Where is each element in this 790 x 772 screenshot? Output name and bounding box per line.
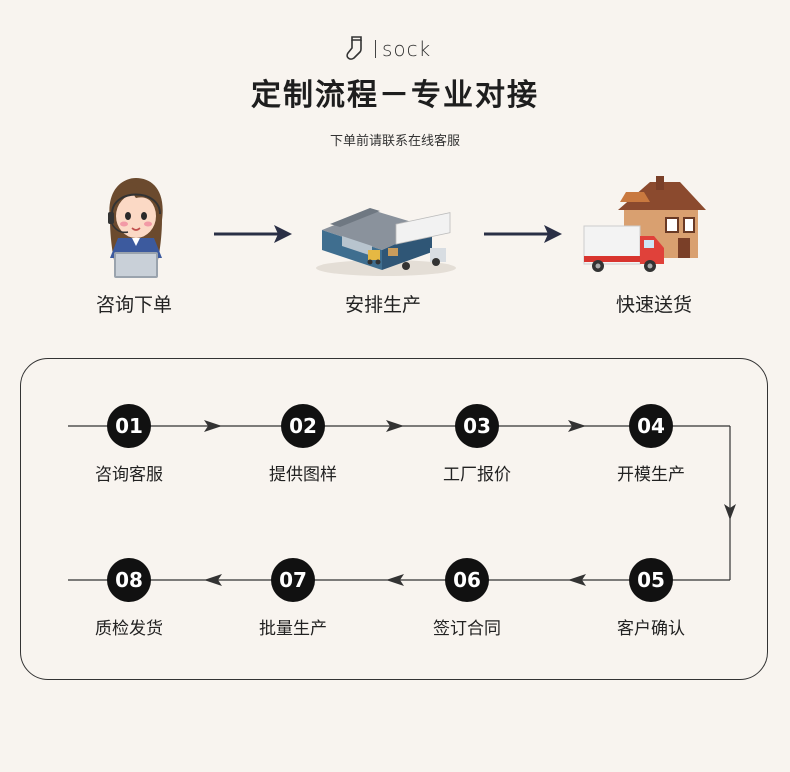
step-label: 签订合同 [433,619,501,639]
arrow-left-icon [568,574,586,586]
step-label: 开模生产 [617,465,685,485]
top-step-label: 安排生产 [344,294,421,316]
page-title: 定制流程－专业对接 [251,78,539,113]
svg-text:04: 04 [637,414,665,438]
step-label: 工厂报价 [443,465,511,485]
arrow-right-icon [568,420,586,432]
logo-text: sock [382,37,432,61]
right-arrow-icon [484,225,562,243]
sock-icon [346,36,362,60]
step-label: 批量生产 [259,619,327,639]
svg-text:03: 03 [463,414,491,438]
svg-text:07: 07 [279,568,307,592]
factory-truck-icon [312,190,458,284]
svg-text:05: 05 [637,568,665,592]
logo-divider [375,40,376,58]
svg-text:06: 06 [453,568,481,592]
step-badge: 02 [281,404,325,448]
top-step-label: 快速送货 [615,294,692,316]
step-label: 质检发货 [95,619,163,639]
step-badge: 06 [445,558,489,602]
step-label: 提供图样 [269,465,337,485]
step-badge: 03 [455,404,499,448]
page-subtitle: 下单前请联系在线客服 [329,134,460,149]
step-badge: 08 [107,558,151,602]
svg-text:08: 08 [115,568,143,592]
arrow-left-icon [386,574,404,586]
customer-service-agent-icon [100,176,172,284]
step-label: 咨询客服 [95,465,163,485]
right-arrow-icon [214,225,292,243]
step-label: 客户确认 [617,619,685,639]
arrow-right-icon [204,420,222,432]
arrow-down-icon [724,504,736,520]
step-badge: 05 [629,558,673,602]
process-panel [20,358,768,680]
arrow-left-icon [204,574,222,586]
step-badge: 04 [629,404,673,448]
arrow-right-icon [386,420,404,432]
step-badge: 01 [107,404,151,448]
brand-logo: sock [345,32,455,66]
step-badge: 07 [271,558,315,602]
svg-text:01: 01 [115,414,143,438]
delivery-truck-house-icon [580,172,710,280]
top-step-label: 咨询下单 [95,294,172,316]
svg-text:02: 02 [289,414,317,438]
